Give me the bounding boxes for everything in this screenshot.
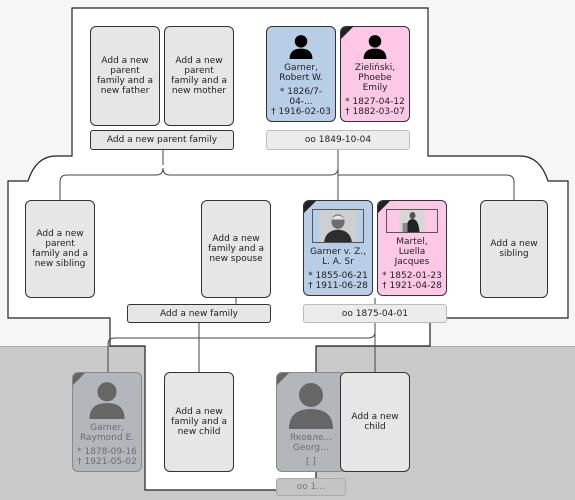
add-sibling-family-card[interactable]: Add a new parent family and a new siblin… — [25, 200, 95, 298]
person-card-active[interactable]: Garner v. Z., L. A. Sr * 1855-06-21 † 19… — [303, 200, 373, 296]
person-extra: [ ] — [306, 457, 316, 467]
add-family-button[interactable]: Add a new family — [127, 304, 271, 323]
active-corner-marker-icon — [304, 201, 316, 213]
birth-date: * 1855-06-21 — [308, 271, 368, 281]
add-mother-label: Add a new parent family and a new mother — [171, 56, 227, 96]
person-name: Zieliński, Phoebe Emily — [354, 63, 396, 93]
person-silhouette-icon — [289, 383, 333, 429]
add-sibling-card[interactable]: Add a new sibling — [480, 200, 548, 298]
person-silhouette-icon — [89, 382, 125, 419]
birth-date: * 1827-04-12 — [345, 97, 405, 107]
person-card-child-georg[interactable]: Яковле… Georg… [ ] — [276, 372, 346, 472]
active-corner-marker-icon — [73, 373, 85, 385]
person-card-father[interactable]: Garner, Robert W. * 1826/7-04-... † 1916… — [266, 26, 336, 122]
add-spouse-card[interactable]: Add a new family and a new spouse — [201, 200, 271, 298]
add-child-family-card[interactable]: Add a new family and a new child — [164, 372, 234, 472]
birth-date: * 1826/7-04-... — [279, 87, 323, 107]
person-card-child-raymond[interactable]: Garner, Raymond E. * 1878-09-16 † 1921-0… — [72, 372, 142, 472]
death-date: † 1916-02-03 — [271, 107, 331, 117]
add-child-card[interactable]: Add a new child — [340, 372, 410, 472]
death-date: † 1911-06-28 — [308, 281, 368, 291]
active-corner-marker-icon — [341, 27, 353, 39]
add-father-label: Add a new parent family and a new father — [97, 56, 153, 96]
person-name: Garner, Raymond E. — [80, 423, 134, 443]
birth-date: * 1878-09-16 — [77, 447, 137, 457]
add-mother-card[interactable]: Add a new parent family and a new mother — [164, 26, 234, 126]
parents-family-button[interactable]: oo 1849-10-04 — [266, 130, 410, 150]
person-photo-icon — [312, 209, 364, 243]
death-date: † 1921-05-02 — [77, 457, 137, 467]
active-family-button[interactable]: oo 1875-04-01 — [303, 304, 447, 323]
birth-date: * 1852-01-23 — [382, 271, 442, 281]
active-corner-marker-icon — [277, 373, 289, 385]
person-name: Martel, Luella Jacques — [394, 237, 430, 267]
person-card-spouse[interactable]: Martel, Luella Jacques * 1852-01-23 † 19… — [377, 200, 447, 296]
person-silhouette-icon — [289, 35, 313, 59]
death-date: † 1882-03-07 — [345, 107, 405, 117]
active-corner-marker-icon — [378, 201, 390, 213]
person-photo-icon — [386, 209, 438, 233]
person-name: Яковле… Georg… — [289, 433, 333, 453]
death-date: † 1921-04-28 — [382, 281, 442, 291]
person-card-mother[interactable]: Zieliński, Phoebe Emily * 1827-04-12 † 1… — [340, 26, 410, 122]
add-father-card[interactable]: Add a new parent family and a new father — [90, 26, 160, 126]
person-name: Garner v. Z., L. A. Sr — [309, 247, 367, 267]
person-silhouette-icon — [363, 35, 387, 59]
child-family-button[interactable]: oo 1… — [276, 478, 346, 496]
add-parent-family-button[interactable]: Add a new parent family — [90, 130, 234, 150]
person-name: Garner, Robert W. — [279, 63, 323, 83]
